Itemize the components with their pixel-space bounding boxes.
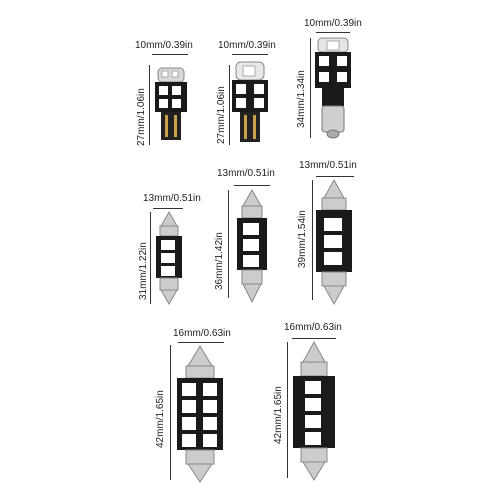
height-label: 27mm/1.06in [216, 86, 227, 144]
width-dimension-line [178, 342, 224, 343]
width-label: 13mm/0.51in [143, 193, 201, 204]
bulb-image [232, 61, 268, 142]
height-dimension-line [312, 180, 313, 300]
width-label: 10mm/0.39in [135, 40, 193, 51]
width-label: 13mm/0.51in [217, 168, 275, 179]
bulb-image [155, 67, 187, 140]
height-dimension-line [229, 65, 230, 145]
height-dimension-line [150, 212, 151, 304]
bulb-image [316, 178, 352, 306]
bulb-image [237, 188, 267, 304]
width-dimension-line [232, 54, 268, 55]
height-label: 39mm/1.54in [297, 210, 308, 268]
bulb-image [315, 37, 351, 139]
width-dimension-line [153, 208, 183, 209]
width-dimension-line [234, 185, 270, 186]
bulb-image [293, 340, 335, 481]
bulb-image [177, 345, 223, 483]
width-dimension-line [152, 54, 188, 55]
height-label: 34mm/1.34in [296, 70, 307, 128]
height-label: 36mm/1.42in [214, 232, 225, 290]
height-label: 27mm/1.06in [136, 88, 147, 146]
width-label: 16mm/0.63in [284, 322, 342, 333]
width-label: 13mm/0.51in [299, 160, 357, 171]
width-dimension-line [316, 32, 350, 33]
height-label: 31mm/1.22in [138, 242, 149, 300]
height-label: 42mm/1.65in [155, 390, 166, 448]
bulb-image [156, 210, 182, 306]
height-dimension-line [170, 345, 171, 480]
width-label: 10mm/0.39in [218, 40, 276, 51]
height-label: 42mm/1.65in [273, 386, 284, 444]
height-dimension-line [149, 65, 150, 145]
height-dimension-line [228, 190, 229, 298]
height-dimension-line [287, 342, 288, 478]
height-dimension-line [310, 38, 311, 138]
width-label: 16mm/0.63in [173, 328, 231, 339]
width-label: 10mm/0.39in [304, 18, 362, 29]
width-dimension-line [316, 176, 354, 177]
width-dimension-line [292, 338, 336, 339]
